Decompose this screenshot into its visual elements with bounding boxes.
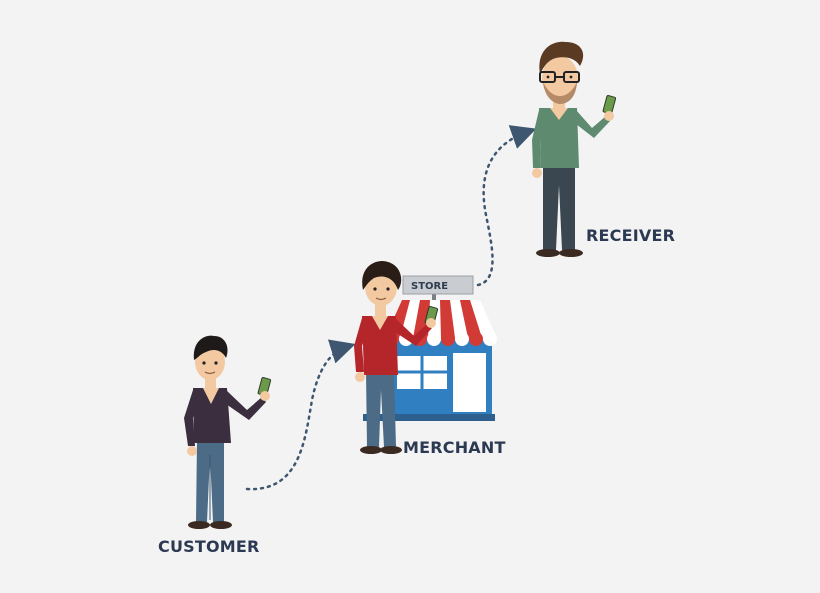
- receiver-label: RECEIVER: [586, 226, 676, 245]
- customer-label: CUSTOMER: [158, 537, 260, 556]
- merchant-figure: [354, 260, 439, 454]
- store-sign: [402, 275, 474, 295]
- receiver-figure: [532, 41, 617, 257]
- store-sign-text: STORE: [411, 281, 448, 292]
- customer-figure: [184, 335, 272, 529]
- merchant-label: MERCHANT: [403, 438, 506, 457]
- dotted-arrow-merchant-to-receiver: [476, 125, 537, 287]
- dotted-arrow-customer-to-merchant: [245, 339, 356, 491]
